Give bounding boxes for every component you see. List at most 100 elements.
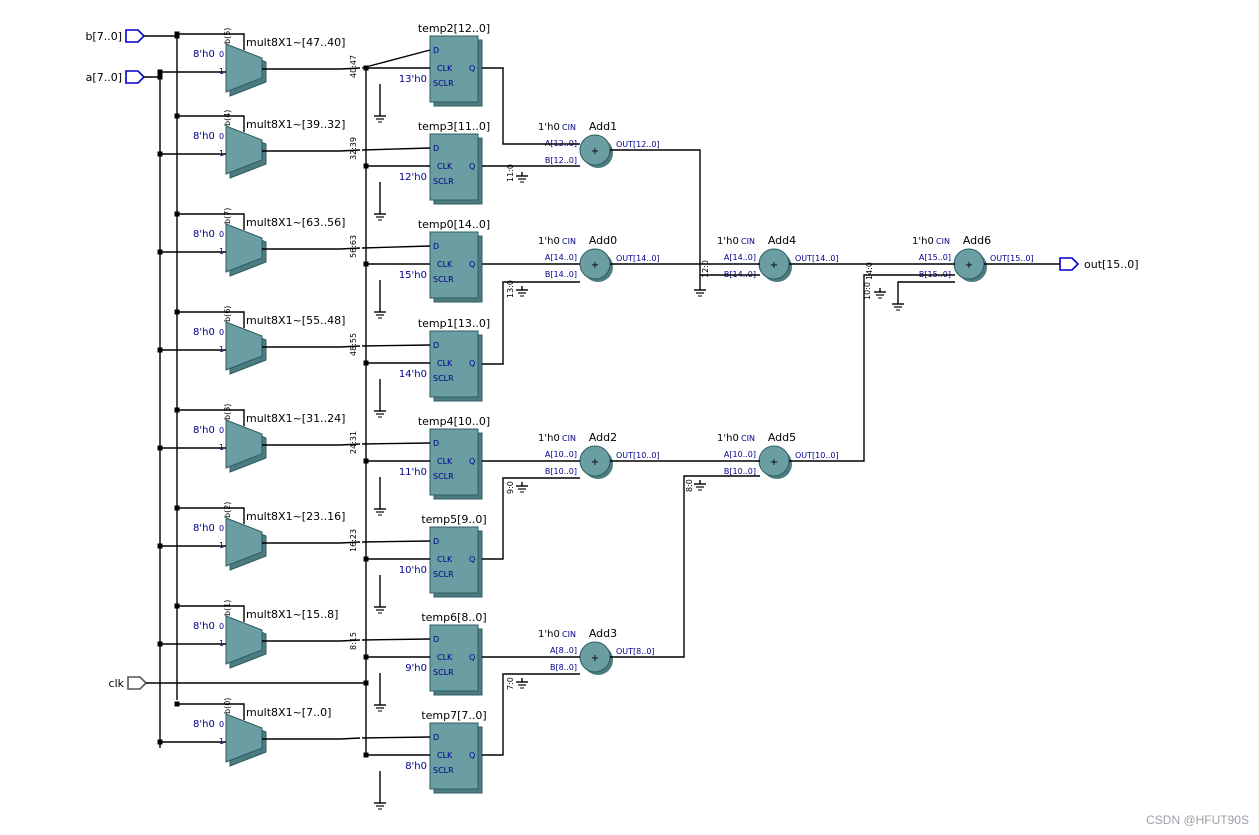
adder-out-pin: OUT[10..0] [795, 451, 839, 460]
register-pin-d: D [433, 635, 439, 644]
mux-bus-label: 8:15 [349, 632, 358, 650]
ground-icon [374, 505, 386, 516]
register-d-wire [361, 540, 431, 543]
adder-out-pin: OUT[15..0] [990, 254, 1034, 263]
register-name: temp3[11..0] [418, 120, 490, 133]
mux-body [225, 517, 263, 567]
mux-select-tag: b(6) [223, 306, 232, 322]
port-a[interactable]: a[7..0] [86, 70, 146, 84]
register-pin-q: Q [469, 653, 475, 662]
mux-pin-0: 0 [219, 132, 224, 141]
junction-dot [157, 151, 163, 157]
mux-bus-label: 16:23 [349, 529, 358, 552]
adder-cin-const: 1'h0 [717, 236, 739, 247]
junction-dot [363, 458, 369, 464]
mux-body [225, 419, 263, 469]
junction-dot [174, 505, 180, 511]
register-name: temp5[9..0] [421, 513, 486, 526]
port-clk-shape [127, 676, 148, 690]
mux-const: 8'h0 [193, 327, 215, 338]
adder-op: + [770, 260, 778, 271]
mux-pin-0: 0 [219, 328, 224, 337]
register-const: 9'h0 [405, 663, 427, 674]
register-body [429, 624, 479, 692]
register-pin-q: Q [469, 260, 475, 269]
mux-const: 8'h0 [193, 719, 215, 730]
mux-out-wire [262, 149, 361, 152]
ground-icon [374, 701, 386, 712]
register-pin-clk: CLK [437, 555, 453, 564]
mux-out-wire [262, 737, 361, 740]
junction-dot [363, 752, 369, 758]
mux-select-tag: b(2) [223, 502, 232, 518]
mux-body [225, 223, 263, 273]
mux-body [225, 321, 263, 371]
adder-name: Add2 [589, 431, 617, 444]
junction-dot [363, 65, 369, 71]
register-pin-sclr: SCLR [433, 275, 454, 284]
port-b[interactable]: b[7..0] [85, 29, 146, 43]
wire-add1-out [610, 149, 701, 286]
register-body [429, 133, 479, 201]
register-body [429, 231, 479, 299]
register-name: temp0[14..0] [418, 218, 490, 231]
register-d-wire [361, 49, 431, 69]
bus-label: 9:0 [506, 481, 515, 494]
junction-dot [157, 641, 163, 647]
adder-out-pin: OUT[14..0] [795, 254, 839, 263]
adder-a-pin: A[10..0] [545, 450, 577, 459]
mux-body [225, 125, 263, 175]
adder-out-pin: OUT[12..0] [616, 140, 660, 149]
register-pin-sclr: SCLR [433, 668, 454, 677]
port-out-label: out[15..0] [1084, 258, 1139, 271]
mux-select-wire [177, 703, 245, 720]
mux-select-wire [177, 33, 245, 50]
mux-name: mult8X1~[63..56] [246, 216, 345, 229]
mux-body [225, 713, 263, 763]
mux-pin-0: 0 [219, 720, 224, 729]
mux-const: 8'h0 [193, 621, 215, 632]
register-pin-q: Q [469, 162, 475, 171]
junction-dot [363, 163, 369, 169]
port-out[interactable]: out[15..0] [1059, 257, 1139, 271]
adder-op: + [591, 146, 599, 157]
mux-pin-0: 0 [219, 50, 224, 59]
bus-label: 12:0 [701, 260, 710, 278]
register-pin-d: D [433, 242, 439, 251]
junction-dot [157, 347, 163, 353]
junction-dot [174, 603, 180, 609]
register-name: temp2[12..0] [418, 22, 490, 35]
register-pin-sclr: SCLR [433, 472, 454, 481]
port-clk[interactable]: clk [109, 676, 148, 690]
mux-body [225, 615, 263, 665]
bus-label: 14:0 [865, 262, 874, 280]
wire-temp2-add1 [482, 67, 580, 145]
register-d-wire [361, 442, 431, 445]
a-bus-wire [144, 76, 161, 748]
mux-select-wire [177, 409, 245, 426]
mux-select-tag: b(0) [223, 698, 232, 714]
mux-name: mult8X1~[23..16] [246, 510, 345, 523]
junction-dot [157, 249, 163, 255]
